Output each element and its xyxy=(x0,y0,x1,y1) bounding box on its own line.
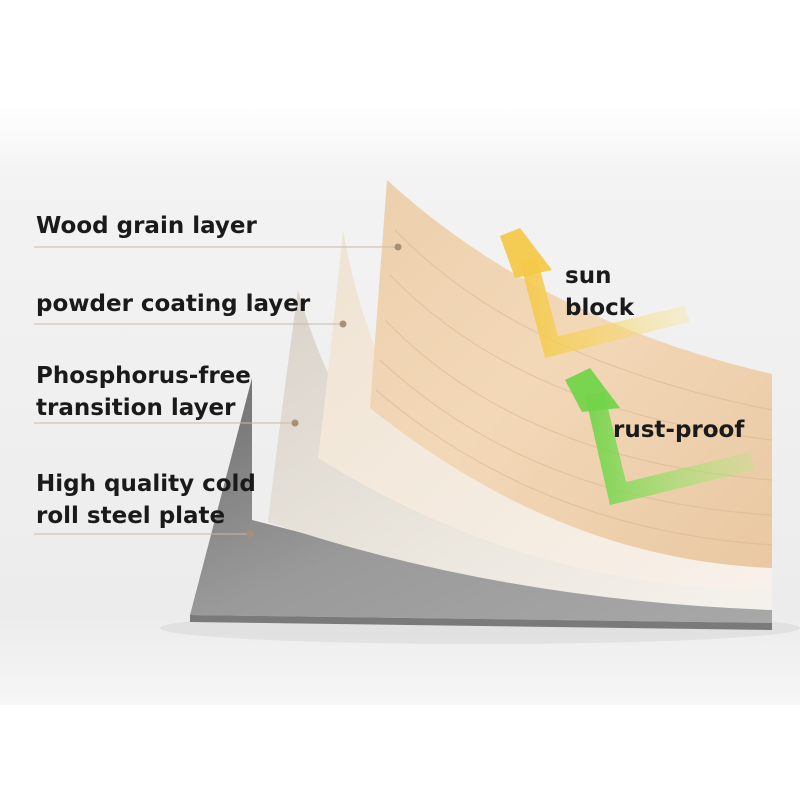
label-cold-roll-steel-plate: High quality cold roll steel plate xyxy=(36,468,256,532)
transition-layer xyxy=(268,290,772,610)
label-wood-grain-layer-line1: Wood grain layer xyxy=(36,213,257,239)
sun-block-arrow xyxy=(500,228,690,358)
leader-dot-powder xyxy=(339,320,347,328)
label-steel-plate-line2: roll steel plate xyxy=(36,503,226,529)
leader-lines xyxy=(34,246,398,535)
leader-dot-phosphorus xyxy=(291,419,299,427)
rust-proof-arrow xyxy=(565,368,755,505)
label-steel-plate-line1: High quality cold xyxy=(36,471,256,497)
label-powder-coating-layer: powder coating layer xyxy=(36,288,310,320)
steel-plate-edge xyxy=(190,615,772,630)
label-sun-block: sun block xyxy=(565,260,634,324)
powder-coating-layer xyxy=(318,230,772,590)
label-powder-coating-layer-line1: powder coating layer xyxy=(36,291,311,317)
steel-plate xyxy=(190,378,772,623)
label-phosphorus-free-transition-layer: Phosphorus-free transition layer xyxy=(36,360,251,424)
leader-dot-wood xyxy=(394,243,402,251)
label-rust-proof: rust-proof xyxy=(613,414,744,446)
label-phosphorus-free-line2: transition layer xyxy=(36,395,236,421)
label-sun-block-line1: sun xyxy=(565,263,612,289)
label-sun-block-line2: block xyxy=(565,295,635,321)
label-phosphorus-free-line1: Phosphorus-free xyxy=(36,363,251,389)
label-rust-proof-line1: rust-proof xyxy=(613,417,745,443)
leader-dot-steel xyxy=(246,530,254,538)
label-wood-grain-layer: Wood grain layer xyxy=(36,210,257,242)
leader-dots xyxy=(246,243,402,538)
